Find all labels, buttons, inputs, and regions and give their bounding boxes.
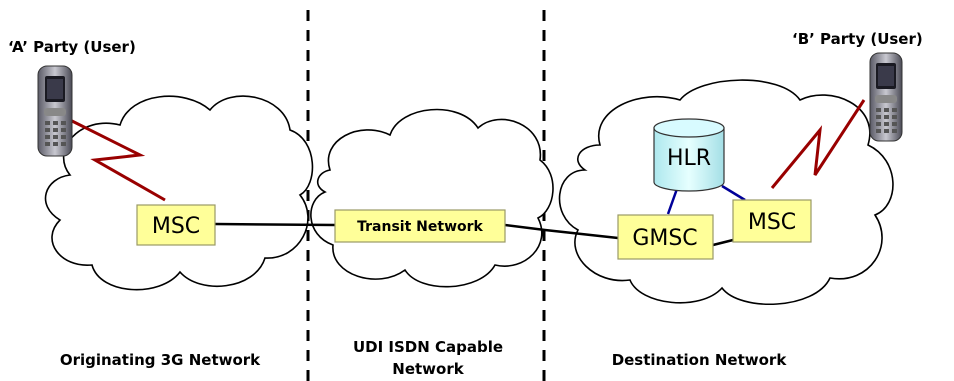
destination-network-label: Destination Network [612,351,788,369]
originating-network-label: Originating 3G Network [60,351,261,369]
mobile-phone-icon [37,65,73,157]
udi-network-label-line2: Network [392,360,464,378]
msc-b-label: MSC [748,210,796,235]
radio-link-b [770,99,866,189]
trunk-msc-transit [214,222,336,227]
hlr-label: HLR [667,146,711,171]
originating-cloud-icon [44,95,314,291]
gmsc-label: GMSC [632,226,697,251]
udi-network-label-line1: UDI ISDN Capable [353,338,503,356]
msc-a-box [136,204,216,246]
msc-b-box [732,199,812,243]
party-b-label: ‘B’ Party (User) [792,30,923,48]
database-icon [653,118,725,192]
link-hlr-msc [721,184,746,202]
transit-cloud-icon [310,108,554,288]
radio-link-a [69,118,166,202]
msc-a-label: MSC [152,214,200,239]
transit-box [334,209,506,243]
trunk-transit-gmsc [504,223,619,240]
destination-cloud-icon [558,79,894,305]
party-a-label: ‘A’ Party (User) [8,38,136,56]
transit-label: Transit Network [357,219,483,235]
trunk-gmsc-msc [712,238,734,247]
mobile-phone-icon [869,52,903,142]
gmsc-box [617,214,714,260]
